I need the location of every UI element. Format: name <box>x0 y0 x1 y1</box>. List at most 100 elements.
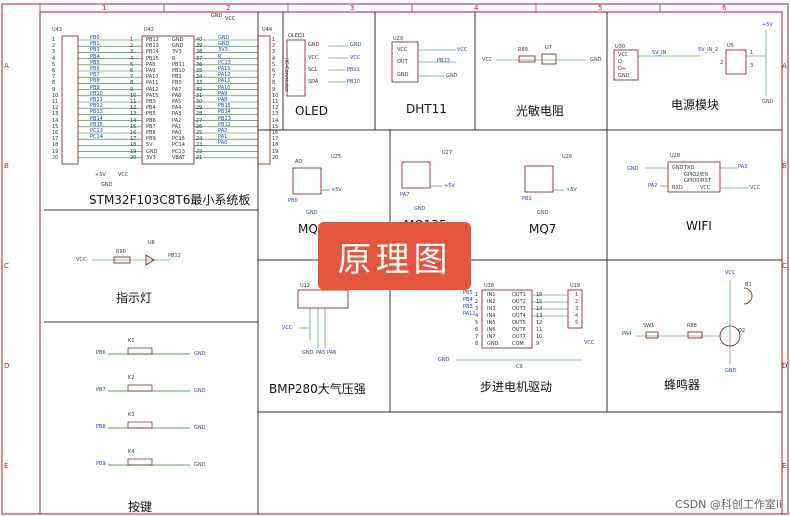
oled-pin-scl: SCL <box>308 67 318 73</box>
mcu-net-left: PB11 <box>90 97 103 103</box>
key-net: PB7 <box>96 387 106 393</box>
mq7-net-vcc: +5V <box>566 187 577 193</box>
mcu-chip-left-pin: PB6 <box>146 117 156 124</box>
mcu-chip-left-pin: PB14 <box>146 49 159 56</box>
mcu-chip-right-num: 24 <box>196 136 203 143</box>
mcu-net-right: PA8 <box>218 97 228 103</box>
stepper-net-in: PB3 <box>463 304 473 310</box>
mcu-left-num: 7 <box>52 74 56 81</box>
power-pin-dminus: D- <box>618 59 624 65</box>
stepper-output-num: 15 <box>536 299 543 305</box>
stepper-input: IN1 <box>487 292 496 298</box>
stepper-input: IN7 <box>487 334 496 340</box>
key-ref: K4 <box>128 449 135 455</box>
mcu-chip-left-pin: 5V <box>146 142 153 149</box>
mq7-ref: U26 <box>562 154 573 160</box>
frame-row-D: D <box>4 362 10 370</box>
bmp280-net-scl: PA5 <box>316 350 326 356</box>
power-pin-vcc: VCC <box>618 52 629 58</box>
mq2-net-vcc: +5V <box>331 187 342 193</box>
mcu-chip-left-num: 5 <box>130 61 134 68</box>
mcu-chip-right-num: 39 <box>196 43 203 50</box>
frame-column-2: 2 <box>226 4 231 12</box>
mcu-right-num: 1 <box>272 37 276 43</box>
stepper-output: OUT7 <box>512 334 526 340</box>
mcu-net-left: PB8 <box>90 78 100 85</box>
frame-row-right-B: B <box>782 162 787 170</box>
mcu-chip-left-num: 3 <box>130 49 134 56</box>
mcu-chip-right-num: 22 <box>196 148 203 155</box>
buzzer-res: R88 <box>687 323 697 329</box>
mcu-chip-left-pin: PB12 <box>146 37 159 43</box>
oled-net-scl: PB11 <box>347 67 360 73</box>
mcu-power-vcc: VCC <box>118 172 129 178</box>
mcu-chip-right-pin: PA0 <box>172 130 182 136</box>
key-net: PB8 <box>96 424 106 430</box>
mcu-chip-left-pin: PA11 <box>146 80 159 87</box>
stepper-net-gnd: GND <box>438 357 450 363</box>
indicator-net-vcc: VCC <box>76 257 87 263</box>
key-ref: K1 <box>128 338 135 344</box>
stepper-net-in: PA12 <box>463 311 476 317</box>
power-module-switch: U5 <box>727 43 734 49</box>
mcu-left-num: 20 <box>52 154 59 161</box>
bmp280-net-sda: PA6 <box>327 350 337 356</box>
wifi-title: WIFI <box>686 219 712 233</box>
mcu-net-right: PA12 <box>218 72 231 79</box>
stepper-output-num: 13 <box>536 313 543 319</box>
key-ref: K3 <box>128 412 135 418</box>
mcu-net-right: 3V3 <box>218 47 228 54</box>
watermark: CSDN @科创工作室li <box>675 498 782 511</box>
mcu-chip-right-num: 32 <box>196 86 203 93</box>
buzzer-switch: SW1 <box>643 323 655 329</box>
mcu-net-left: PB10 <box>90 90 103 97</box>
mcu-net-right: PA1 <box>218 134 228 141</box>
mcu-chip-left-pin: PA15 <box>146 92 159 99</box>
oled-pin-sda: SDA <box>308 79 319 85</box>
power-pin-dplus: D+ <box>618 66 627 72</box>
mq7-net-gnd: GND <box>537 210 549 216</box>
stepper-input-num: 8 <box>475 341 479 347</box>
mcu-chip-left-pin: GND <box>146 148 158 155</box>
dht11-block <box>391 41 456 83</box>
mcu-chip-right-pin: PA1 <box>172 123 182 130</box>
oled-net-gnd: GND <box>350 42 362 48</box>
mcu-left-num: 10 <box>52 92 59 99</box>
mcu-chip-right-num: 25 <box>196 130 203 136</box>
mcu-net-left: PB14 <box>90 115 103 122</box>
power-net-5v-in-2: 5V_IN_2 <box>698 47 718 53</box>
key-gnd: GND <box>194 425 206 431</box>
mcu-chip-left-pin: PB4 <box>146 105 156 112</box>
schematic-banner: 原理图 <box>318 222 471 290</box>
frame-column-6: 6 <box>722 4 727 12</box>
mcu-net-left: PB12 <box>90 103 103 110</box>
mcu-net-left: PB4 <box>90 53 100 60</box>
mcu-right-num: 9 <box>272 86 276 93</box>
mcu-net-right: PA10 <box>218 84 231 91</box>
mcu-chip-right-num: 38 <box>196 49 203 56</box>
mcu-chip-left-num: 2 <box>130 43 134 50</box>
mq135-net-gnd: GND <box>414 206 426 212</box>
key-net: PB9 <box>96 461 106 467</box>
mcu-chip-left-num: 13 <box>130 111 137 118</box>
mcu-chip-left-num: 4 <box>130 55 134 62</box>
mcu-right-num: 20 <box>272 154 279 161</box>
buzzer-ref: B1 <box>745 282 752 288</box>
stepper-input-num: 3 <box>475 306 479 312</box>
key-ref: K2 <box>128 375 135 381</box>
mcu-net-left: PB7 <box>90 72 100 79</box>
mcu-net-left: PB3 <box>90 47 100 54</box>
wifi-block <box>645 161 748 193</box>
mcu-right-num: 4 <box>272 55 276 62</box>
stepper-input-num: 2 <box>475 299 479 305</box>
mcu-chip-right-pin: PB10 <box>172 68 185 74</box>
mcu-chip-left-num: 1 <box>130 37 134 43</box>
mcu-top-gnd: GND <box>211 13 223 19</box>
frame-row-right-A: A <box>782 62 787 70</box>
power-pin-gnd: GND <box>618 73 630 79</box>
mcu-chip-right-num: 27 <box>196 117 203 124</box>
oled-net-sda: PB10 <box>347 79 360 85</box>
bmp280-net-gnd: GND <box>302 350 314 356</box>
bmp280-ref: U12 <box>300 283 311 289</box>
mcu-chip-left-num: 11 <box>130 99 137 105</box>
